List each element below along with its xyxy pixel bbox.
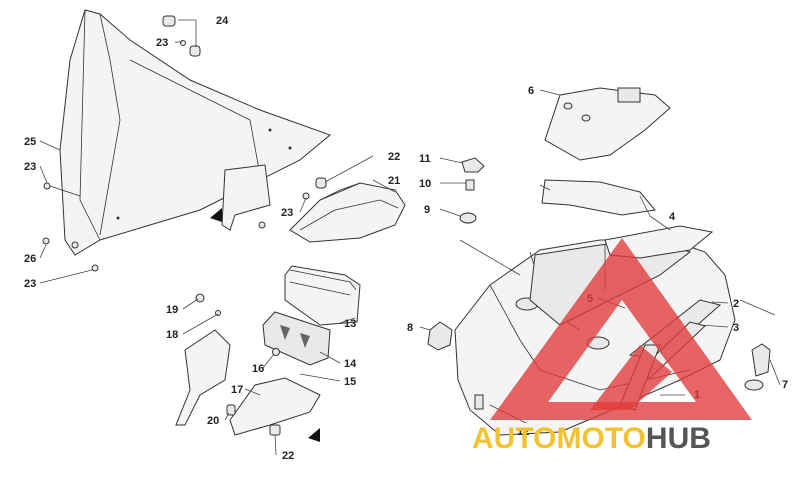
windshield — [59, 9, 331, 256]
callout-12: 12 — [517, 426, 529, 438]
switch-assembly — [459, 157, 485, 224]
callout-8: 8 — [407, 322, 413, 334]
callout-18: 18 — [166, 329, 178, 341]
direction-arrows — [210, 208, 320, 442]
callout-25: 25 — [24, 136, 36, 148]
callout-14: 14 — [344, 358, 357, 370]
callout-4: 4 — [669, 211, 676, 223]
callout-24: 24 — [216, 15, 229, 27]
watermark-logo: AUTOMOTOHUB — [472, 238, 752, 455]
callout-17: 17 — [231, 384, 243, 396]
headlight-lens-upper — [541, 179, 714, 259]
callout-2: 2 — [733, 298, 739, 310]
callout-23-bottom: 23 — [24, 278, 36, 290]
headlight-bezel — [289, 177, 406, 243]
callout-3: 3 — [733, 322, 739, 334]
gauge-cluster — [284, 265, 361, 326]
callout-6: 6 — [528, 85, 534, 97]
callout-21: 21 — [388, 175, 400, 187]
callout-10: 10 — [419, 178, 431, 190]
callout-23-center: 23 — [281, 207, 293, 219]
watermark-brand-auto: AUTOMOTOHUB — [472, 422, 711, 455]
windshield-lower-bracket — [221, 164, 310, 231]
gauge-bracket — [262, 311, 331, 366]
callout-23-left: 23 — [24, 161, 36, 173]
callout-19: 19 — [166, 304, 178, 316]
callout-22-headlight: 22 — [388, 151, 400, 163]
callout-labels: 1 2 3 4 5 6 7 8 9 10 11 12 13 14 15 16 1… — [24, 15, 788, 462]
upper-mount-hardware — [162, 15, 201, 57]
callout-13: 13 — [344, 318, 356, 330]
callout-22-bracket: 22 — [282, 450, 294, 462]
headlight-mount-bracket — [175, 293, 321, 436]
callout-16: 16 — [252, 363, 264, 375]
leader-lines — [39, 19, 781, 456]
storage-box — [544, 87, 671, 161]
callout-11: 11 — [419, 153, 431, 165]
callout-23-top: 23 — [156, 37, 168, 49]
callout-15: 15 — [344, 376, 356, 388]
callout-26: 26 — [24, 253, 36, 265]
ignition-switch — [427, 321, 453, 351]
callout-7: 7 — [782, 379, 788, 391]
callout-9: 9 — [424, 204, 430, 216]
light-socket — [744, 343, 771, 391]
callout-20: 20 — [207, 415, 219, 427]
